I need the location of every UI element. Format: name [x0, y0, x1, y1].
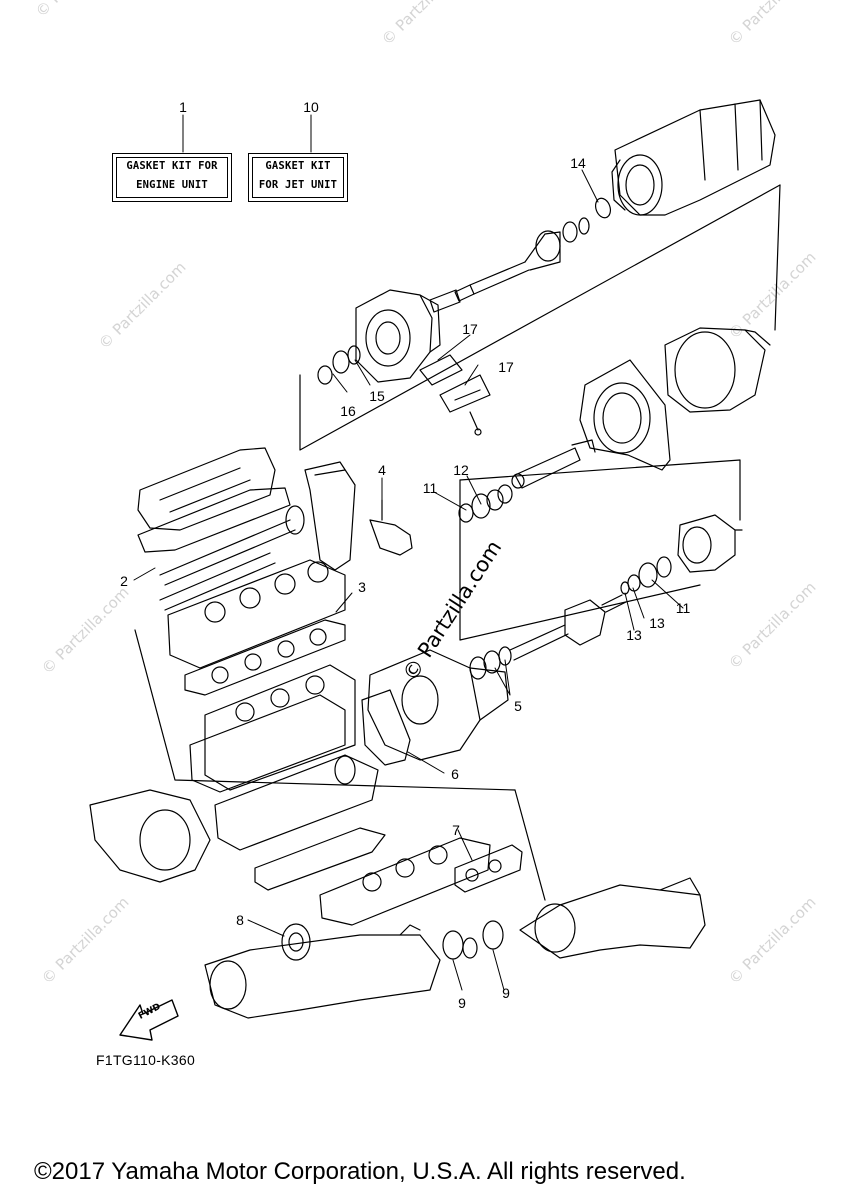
callout-8: 8 [236, 912, 244, 928]
callout-11-left: 11 [422, 480, 438, 496]
water-lock [519, 877, 706, 959]
callout-11-right: 11 [675, 600, 691, 616]
callout-3: 3 [358, 579, 366, 595]
jet-pump-housing [611, 99, 776, 216]
callout-10: 10 [303, 99, 319, 115]
diagram-code: F1TG110-K360 [96, 1052, 196, 1068]
exhaust-manifold [319, 837, 491, 926]
callout-2: 2 [120, 573, 128, 589]
exhaust-gaskets-9 [442, 920, 504, 960]
crankcase [189, 694, 346, 793]
callout-14: 14 [570, 155, 586, 171]
fwd-arrow [119, 999, 179, 1041]
nozzle-ring [664, 327, 771, 413]
callout-9-right: 9 [502, 985, 510, 1001]
exhaust-pipe [204, 924, 441, 1019]
callout-17-lower: 17 [498, 359, 514, 375]
o-ring-14 [594, 197, 612, 219]
lower-crankcase [214, 754, 379, 851]
impeller-shaft [429, 217, 590, 313]
tensioner-4 [369, 499, 413, 556]
head-cover-gasket [137, 487, 291, 553]
pump-cover-left [89, 789, 211, 883]
shaft-sleeve [511, 439, 596, 489]
callout-5: 5 [514, 698, 522, 714]
callout-6: 6 [451, 766, 459, 782]
camshafts [159, 505, 305, 611]
callout-17-upper: 17 [462, 321, 478, 337]
callout-12: 12 [453, 462, 469, 478]
oil-pan-gasket [254, 827, 386, 891]
callout-9-left: 9 [458, 995, 466, 1011]
callout-1: 1 [179, 99, 187, 115]
coupler-housing [677, 514, 743, 573]
copyright-footer: ©2017 Yamaha Motor Corporation, U.S.A. A… [34, 1158, 686, 1185]
callout-13-right: 13 [649, 615, 665, 631]
callout-4: 4 [378, 462, 386, 478]
cylinder-head-cover [137, 447, 276, 531]
timing-chain [304, 461, 356, 571]
gasket-kit-jet-line2: FOR JET UNIT [258, 179, 338, 191]
drive-frame-lines [459, 459, 741, 641]
ride-plate [579, 359, 671, 471]
generator-cover [367, 649, 509, 761]
gasket-kit-jet-line1: GASKET KIT [265, 160, 331, 172]
gasket-kit-engine-line1: GASKET KIT FOR [126, 160, 218, 172]
gasket-kit-jet-label: GASKET KIT FOR JET UNIT [248, 153, 348, 202]
engine-frame-lines [134, 629, 546, 901]
cylinder-head [167, 559, 346, 669]
gasket-kit-engine-label: GASKET KIT FOR ENGINE UNIT [112, 153, 232, 202]
callout-7: 7 [452, 822, 460, 838]
gasket-kit-engine-line2: ENGINE UNIT [136, 179, 208, 191]
callout-13-left: 13 [626, 627, 642, 643]
cover-gasket-6 [361, 689, 411, 766]
callout-15: 15 [369, 388, 385, 404]
bearings-11-12 [458, 484, 513, 523]
bearings-13 [620, 556, 672, 595]
jet-intake-housing [355, 289, 441, 383]
seals-15-16 [317, 345, 361, 385]
cylinder-block [204, 664, 356, 791]
leader-lines [133, 114, 684, 991]
drive-shaft [509, 594, 627, 661]
jet-unit-frame-lines [299, 184, 781, 451]
callout-16: 16 [340, 403, 356, 419]
gaskets-17 [419, 354, 491, 436]
exhaust-gasket-7 [454, 844, 523, 893]
head-gasket-3 [184, 619, 346, 696]
